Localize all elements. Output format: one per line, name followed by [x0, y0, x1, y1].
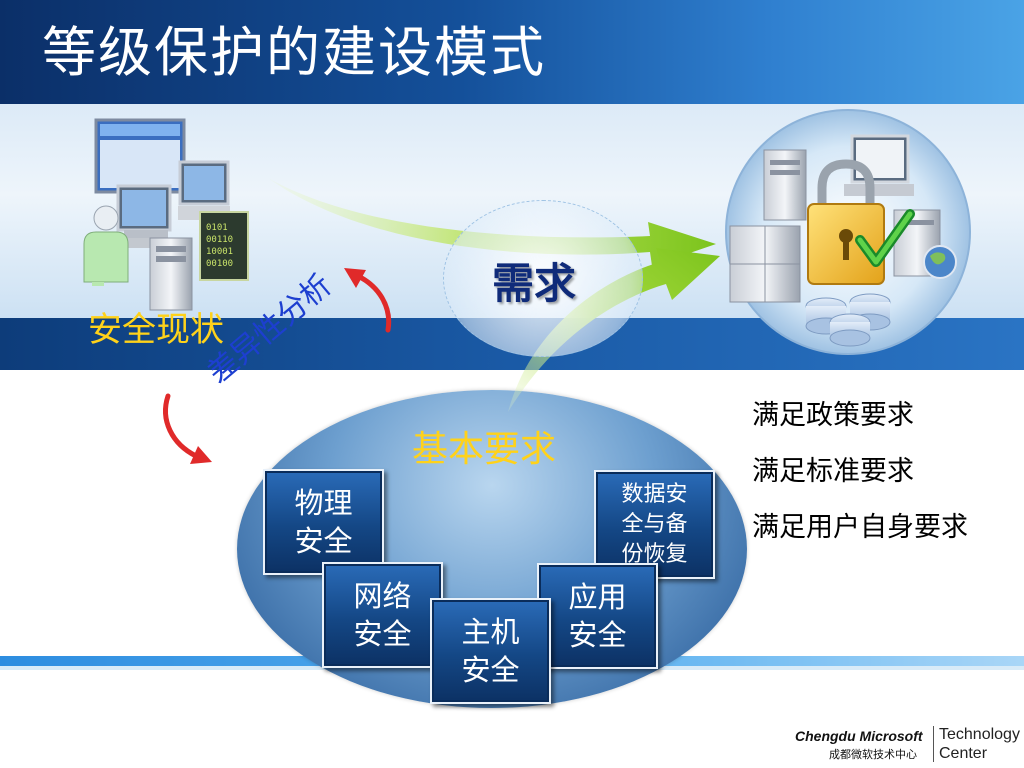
- title-bar: 等级保护的建设模式: [0, 0, 1024, 104]
- logo-brand: Chengdu Microsoft: [795, 728, 923, 744]
- slide-title: 等级保护的建设模式: [42, 21, 546, 84]
- requirement-item: 满足标准要求: [752, 456, 914, 487]
- secure-server-lock-icon: [725, 109, 971, 355]
- red-arrow-icon: [163, 268, 392, 464]
- basic-requirements-label: 基本要求: [412, 429, 557, 470]
- block-line: 应用: [568, 580, 627, 614]
- block-physical-security: 物理安全: [263, 469, 384, 575]
- logo-tech-line1: Technology: [939, 726, 1020, 743]
- block-line: 物理: [294, 486, 353, 520]
- current-status-label: 安全现状: [88, 310, 224, 350]
- requirement-item: 满足用户自身要求: [752, 512, 968, 543]
- block-line: 数据安: [621, 481, 688, 507]
- svg-text:00100: 00100: [206, 259, 233, 269]
- svg-text:10001: 10001: [206, 247, 233, 257]
- requirements-list: 满足政策要求 满足标准要求 满足用户自身要求: [752, 388, 968, 556]
- block-line: 安全: [461, 653, 520, 687]
- logo-chinese: 成都微软技术中心: [829, 748, 917, 761]
- block-line: 全与备: [621, 511, 688, 537]
- requirement-circle: [443, 200, 643, 357]
- requirement-item: 满足政策要求: [752, 400, 914, 431]
- block-line: 安全: [353, 617, 412, 651]
- requirement-label: 需求: [492, 259, 577, 308]
- logo-technology-center: Technology Center: [939, 725, 1020, 763]
- logo-tech-line2: Center: [939, 745, 988, 762]
- block-line: 份恢复: [621, 541, 688, 567]
- block-host-security: 主机安全: [430, 598, 551, 704]
- block-line: 主机: [461, 615, 520, 649]
- logo-divider: [933, 726, 934, 762]
- block-application-security: 应用安全: [537, 563, 658, 669]
- company-logo: Chengdu Microsoft 成都微软技术中心 Technology Ce…: [795, 724, 1021, 764]
- block-line: 安全: [294, 524, 353, 558]
- block-network-security: 网络安全: [322, 562, 443, 668]
- svg-text:0101: 0101: [206, 223, 228, 233]
- svg-text:00110: 00110: [206, 235, 233, 245]
- block-line: 安全: [568, 618, 627, 652]
- workstation-network-icon: 0101 00110 10001 00100: [83, 118, 249, 311]
- block-line: 网络: [353, 579, 412, 613]
- block-data-security-backup: 数据安全与备份恢复: [594, 470, 715, 579]
